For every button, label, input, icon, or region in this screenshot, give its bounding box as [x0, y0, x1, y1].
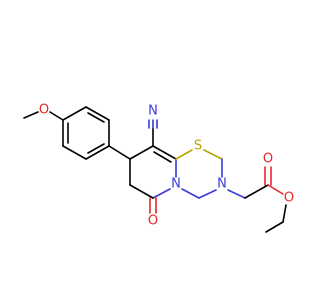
- atom-label-s-ring: S: [194, 139, 202, 154]
- bond-c9-c9a-double: [153, 151, 172, 163]
- atom-label-o-lactam: O: [148, 214, 158, 229]
- bond-ch2-co: [244, 184, 269, 199]
- bond-ar1-ar2: [62, 106, 87, 121]
- bond-s-c2: [203, 149, 223, 160]
- bond-ar4-ar5: [85, 145, 110, 160]
- bond-ar-inner-1: [87, 112, 105, 123]
- bond-n3-ch2: [227, 189, 246, 199]
- bond-aryl-c8: [108, 145, 131, 160]
- bond-ar5-ar6: [62, 145, 87, 160]
- atom-label-o-ester-carbonyl: O: [263, 152, 273, 167]
- atom-label-o-ester-ether: O: [284, 191, 294, 206]
- bond-c9a-s: [175, 149, 193, 160]
- bond-ar2-ar3: [85, 106, 110, 121]
- molecule-structure: N S N N O O O O: [23, 103, 294, 233]
- atom-label-n-ring-bridge: N: [171, 177, 181, 192]
- atom-label-n-ring-amine: N: [217, 177, 227, 192]
- bond-c9-c9a: [152, 145, 177, 160]
- atom-label-n-cyano: N: [148, 104, 158, 119]
- bond-n5-c6: [152, 188, 171, 199]
- bond-c4-n5: [181, 188, 200, 199]
- bond-ch2-ch3: [265, 221, 284, 233]
- bond-c6-c7: [129, 184, 154, 199]
- bond-o-aryl: [49, 111, 64, 121]
- bond-n3-c4: [198, 189, 217, 199]
- bond-co-oet: [267, 184, 284, 195]
- bond-c8-c9: [129, 145, 154, 160]
- bond-o-ch2: [282, 204, 287, 223]
- atom-label-o-methoxy: O: [39, 103, 49, 118]
- bond-ar-inner-2: [87, 143, 105, 154]
- bond-methyl-o: [23, 111, 39, 119]
